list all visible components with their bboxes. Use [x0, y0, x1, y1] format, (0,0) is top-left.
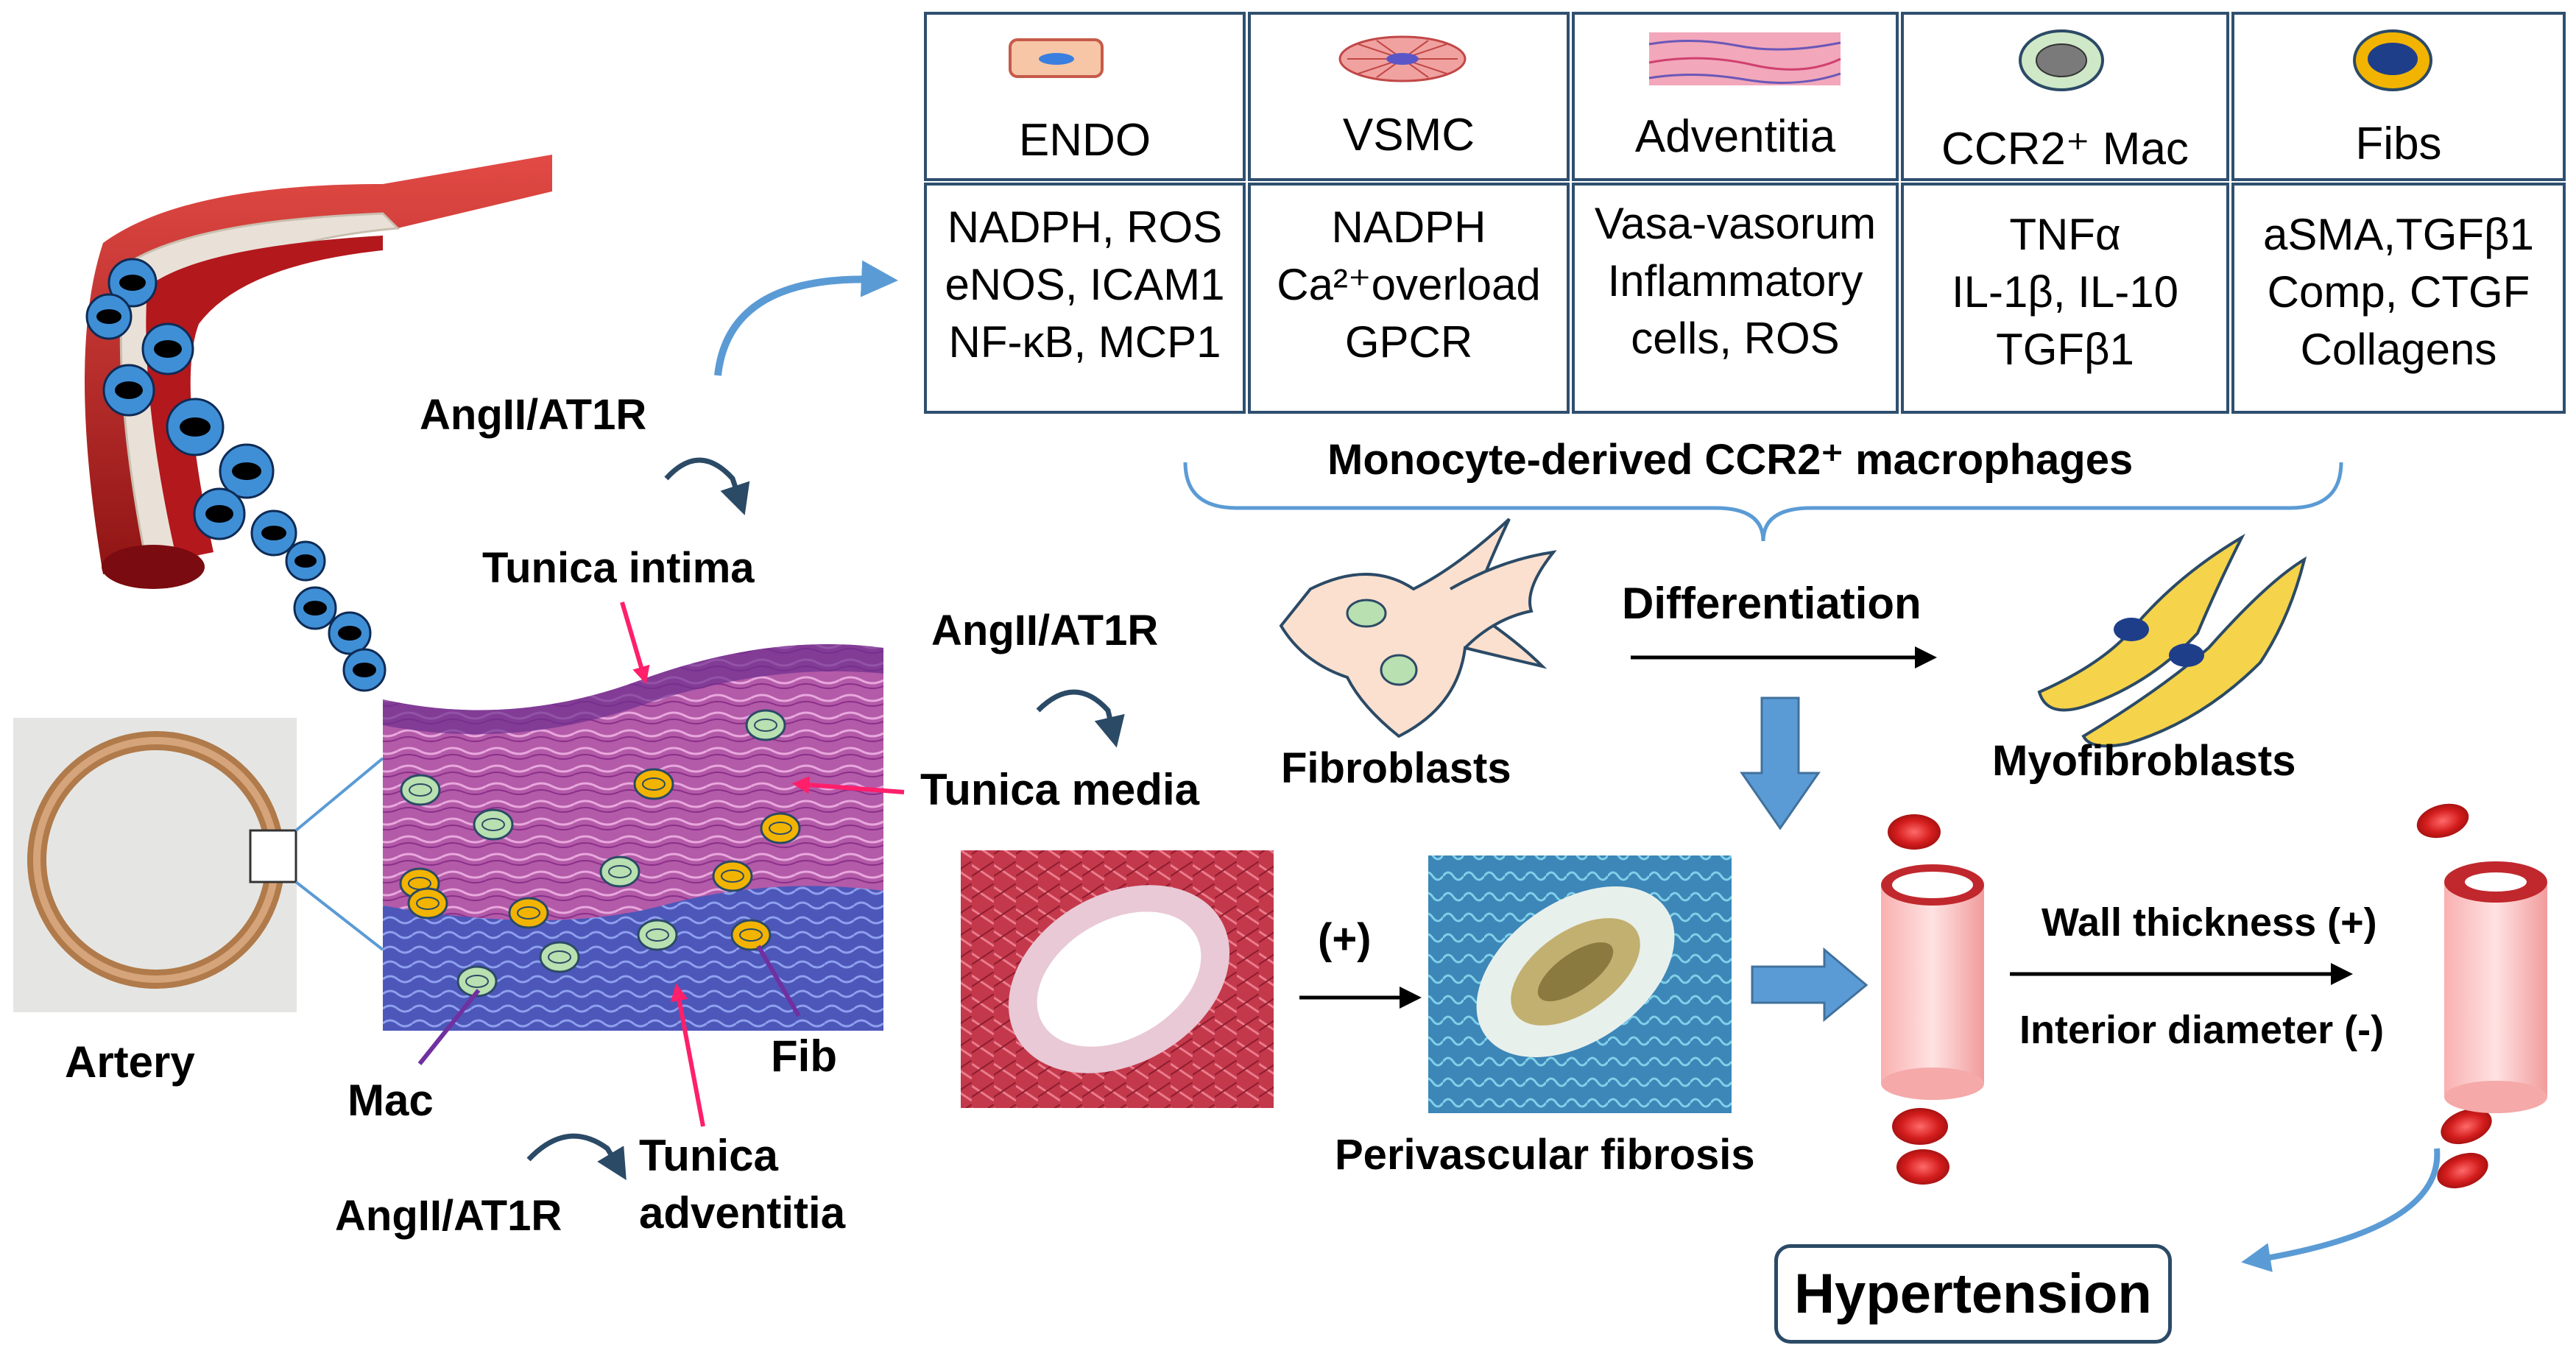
tunica-adventitia-label-2: adventitia [639, 1188, 846, 1238]
myofibroblast-cells [2037, 533, 2307, 748]
table-header-vsmc: VSMC [1342, 110, 1475, 160]
cell-table-grid [924, 12, 2566, 414]
table-line: Ca²⁺overload [1277, 260, 1541, 309]
tunica-media-label: Tunica media [920, 765, 1199, 814]
curl-arrow-mid [1036, 689, 1125, 748]
macrophage-markers [400, 709, 786, 998]
interior-diameter-label: Interior diameter (-) [2019, 1008, 2385, 1052]
table-brace [1183, 462, 2343, 542]
table-line: GPCR [1344, 317, 1473, 367]
table-line: TGFβ1 [1996, 325, 2134, 374]
arrow-to-table [714, 260, 898, 376]
perivascular-label: Perivascular fibrosis [1335, 1131, 1755, 1179]
angii-label-top: AngII/AT1R [420, 391, 647, 439]
artery-label: Artery [65, 1037, 195, 1087]
mac-pointer [417, 989, 481, 1065]
vessel-cylinder-thick [2444, 861, 2547, 1113]
fibroblasts-label: Fibroblasts [1281, 744, 1511, 792]
adventitia-tissue-icon [1648, 32, 1841, 85]
table-line: TNFα [2009, 210, 2121, 259]
fibroblast-icon [2353, 29, 2432, 91]
mac-label: Mac [347, 1076, 434, 1125]
macrophage-nuclei [409, 719, 777, 988]
table-line: Vasa-vasorum [1594, 199, 1877, 248]
fibroblast-nuclei [408, 777, 792, 942]
tunica-adventitia-label-1: Tunica [639, 1131, 778, 1180]
table-line: eNOS, ICAM1 [945, 260, 1225, 309]
fib-pointer [756, 945, 801, 1017]
table-cell-fibs: aSMA,TGFβ1 Comp, CTGF Collagens [2233, 206, 2564, 378]
table-line: Inflammatory [1607, 256, 1863, 306]
table-line: cells, ROS [1631, 314, 1840, 363]
intima-pointer [620, 601, 650, 685]
differentiation-label: Differentiation [1622, 579, 1922, 628]
vessel-micrograph-fibrosis [1428, 855, 1732, 1113]
media-pointer [791, 776, 905, 794]
vessel-micrograph-normal [961, 850, 1274, 1108]
table-header-fibs: Fibs [2355, 119, 2442, 169]
table-cell-adventitia: Vasa-vasorum Inflammatory cells, ROS [1573, 195, 1897, 367]
macrophage-icon [2019, 29, 2104, 91]
red-blood-cells [1888, 803, 2492, 1189]
artery-micrograph [13, 718, 384, 1012]
table-cell-ccr2-mac: TNFα IL-1β, IL-10 TGFβ1 [1902, 206, 2228, 378]
angii-label-bottom: AngII/AT1R [335, 1192, 562, 1240]
fib-label: Fib [771, 1031, 837, 1081]
table-header-endo: ENDO [1018, 115, 1151, 166]
myofibroblasts-label: Myofibroblasts [1992, 737, 2296, 785]
table-line: NADPH, ROS [947, 202, 1223, 252]
table-header-adventitia: Adventitia [1634, 111, 1836, 162]
table-cell-endo: NADPH, ROS eNOS, ICAM1 NF-κB, MCP1 [925, 199, 1244, 371]
blood-vessel-illustration [85, 155, 552, 589]
table-line: Comp, CTGF [2267, 267, 2530, 317]
adventitia-pointer [670, 983, 705, 1127]
monocyte-label: Monocyte-derived CCR2⁺ macrophages [1327, 436, 2134, 484]
table-line: aSMA,TGFβ1 [2263, 210, 2534, 259]
fibroblast-markers [399, 768, 801, 951]
endothelial-cell-icon [1009, 38, 1104, 78]
tunica-intima-label: Tunica intima [482, 544, 755, 592]
table-line: NADPH [1331, 202, 1486, 252]
angii-label-mid: AngII/AT1R [931, 607, 1159, 654]
hypertension-box: Hypertension [1774, 1244, 2172, 1344]
table-line: Collagens [2300, 325, 2497, 374]
hypertension-label: Hypertension [1794, 1263, 2152, 1325]
table-line: IL-1β, IL-10 [1952, 267, 2178, 317]
wall-thickness-label: Wall thickness (+) [2042, 900, 2377, 945]
table-header-ccr2-mac: CCR2⁺ Mac [1941, 124, 2189, 174]
plus-label: (+) [1318, 915, 1372, 963]
table-cell-vsmc: NADPH Ca²⁺overload GPCR [1249, 199, 1568, 371]
curl-arrow-bottom [526, 1133, 627, 1181]
vsmc-icon [1338, 35, 1467, 82]
curl-arrow-top [664, 457, 750, 515]
down-arrow [1740, 696, 1821, 830]
tunica-histology [383, 644, 883, 1031]
monocyte-cells [85, 258, 387, 692]
fibroblast-cells [1279, 518, 1557, 738]
arrow-to-hypertension [2241, 1148, 2441, 1272]
right-arrow [1751, 947, 1869, 1023]
vessel-cylinder-normal [1881, 864, 1984, 1100]
table-line: NF-κB, MCP1 [948, 317, 1221, 367]
